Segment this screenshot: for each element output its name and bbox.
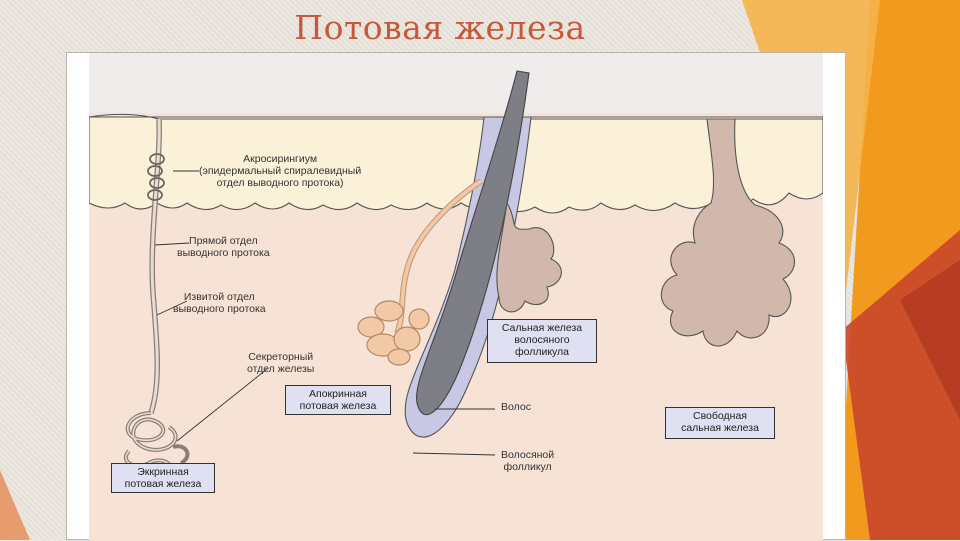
label-secretory-part: Секреторный отдел железы <box>247 351 315 375</box>
label-coiled-duct: Извитой отдел выводного протока <box>173 291 266 315</box>
slide-title: Потовая железа <box>294 8 586 47</box>
eccrine-duct-lumen <box>149 118 161 414</box>
label-hair: Волос <box>501 401 531 413</box>
box-apocrine-gland: Апокринная потовая железа <box>285 385 391 415</box>
label-hair-follicle: Волосяной фолликул <box>501 449 555 473</box>
free-sebaceous-gland <box>660 118 796 347</box>
acrosyringium-spiral <box>147 153 165 201</box>
label-straight-duct: Прямой отдел выводного протока <box>177 235 270 259</box>
label-acrosyringium: Акросирингиум (эпидермальный спиралевидн… <box>199 153 362 189</box>
box-follicle-sebaceous-gland: Сальная железа волосяного фолликула <box>487 319 597 363</box>
deco-dark-shard <box>900 260 960 420</box>
skin-surface <box>89 113 823 120</box>
box-free-sebaceous-gland: Свободная сальная железа <box>665 407 775 439</box>
diagram-frame: Акросирингиум (эпидермальный спиралевидн… <box>66 52 846 541</box>
skin-diagram <box>89 70 823 541</box>
leader-lines <box>154 170 496 456</box>
deco-left-corner <box>0 470 30 540</box>
apocrine-secretory-coil <box>357 300 430 366</box>
box-eccrine-gland: Эккринная потовая железа <box>111 463 215 493</box>
diagram-panel: Акросирингиум (эпидермальный спиралевидн… <box>89 53 823 541</box>
follicle-sebaceous-gland <box>496 201 562 313</box>
